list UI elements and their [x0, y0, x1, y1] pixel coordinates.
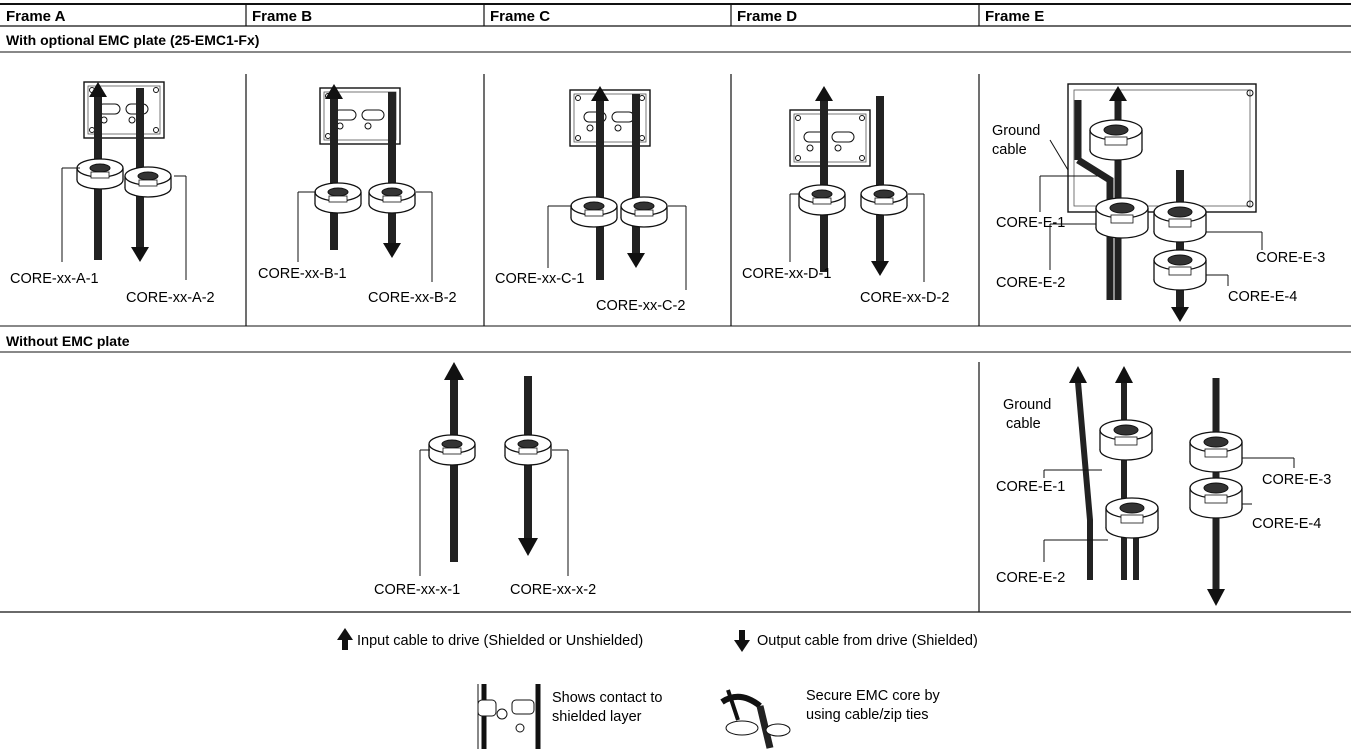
without-plate-frame-e-core-3-label: CORE-E-3 — [1262, 472, 1331, 488]
without-plate-illustration — [428, 362, 552, 562]
header-frame-c: Frame C — [490, 8, 550, 25]
frame-e-core-2-label: CORE-E-2 — [996, 275, 1065, 291]
output-arrow-icon — [627, 253, 645, 268]
frame-c-core-2-label: CORE-xx-C-2 — [596, 298, 685, 314]
input-arrow-icon — [591, 86, 609, 101]
input-arrow-icon — [1109, 86, 1127, 101]
frame-b-illustration — [314, 84, 416, 258]
output-arrow-icon — [1207, 589, 1225, 606]
frame-e-ground-label-1: Ground — [992, 123, 1040, 139]
frame-e-core-3-label: CORE-E-3 — [1256, 250, 1325, 266]
input-arrow-icon — [815, 86, 833, 101]
output-arrow-icon — [131, 247, 149, 262]
frame-a-illustration — [76, 81, 172, 262]
legend-secure-line-1: Secure EMC core by — [806, 688, 941, 704]
frame-e-illustration — [1067, 83, 1257, 322]
input-arrow-icon — [89, 82, 107, 97]
section-with-plate-title: With optional EMC plate (25-EMC1-Fx) — [6, 32, 259, 48]
header-frame-d: Frame D — [737, 8, 797, 25]
legend-input-label: Input cable to drive (Shielded or Unshie… — [357, 633, 643, 649]
without-plate-frame-e-ground-label-2: cable — [1006, 416, 1041, 432]
shield-contact-icon — [474, 684, 546, 749]
input-arrow-icon — [1115, 366, 1133, 383]
input-arrow-icon — [444, 362, 464, 380]
output-arrow-icon — [1171, 307, 1189, 322]
frame-e-core-1-label: CORE-E-1 — [996, 215, 1065, 231]
frame-e-core-4-label: CORE-E-4 — [1228, 289, 1297, 305]
header-row: Frame A Frame B Frame C Frame D Frame E — [0, 3, 1351, 27]
header-frame-e: Frame E — [985, 8, 1044, 25]
legend: Input cable to drive (Shielded or Unshie… — [337, 628, 978, 749]
frame-e-ground-label-2: cable — [992, 142, 1027, 158]
output-arrow-icon — [871, 261, 889, 276]
without-plate-core-2-label: CORE-xx-x-2 — [510, 582, 596, 598]
without-plate-frame-e-illustration — [1069, 366, 1243, 606]
frame-a-core-1-label: CORE-xx-A-1 — [10, 271, 99, 287]
input-arrow-legend-icon — [337, 628, 353, 650]
legend-contact-line-2: shielded layer — [552, 709, 642, 725]
without-plate-frame-e-core-1-label: CORE-E-1 — [996, 479, 1065, 495]
output-arrow-icon — [518, 538, 538, 556]
frame-c-core-1-label: CORE-xx-C-1 — [495, 271, 584, 287]
output-arrow-icon — [383, 243, 401, 258]
legend-contact-line-1: Shows contact to — [552, 690, 662, 706]
frame-b-core-1-label: CORE-xx-B-1 — [258, 266, 347, 282]
section1-dividers — [0, 74, 1351, 327]
section-without-plate-title: Without EMC plate — [6, 333, 130, 349]
header-frame-a: Frame A — [6, 8, 66, 25]
frame-b-core-2-label: CORE-xx-B-2 — [368, 290, 457, 306]
header-frame-b: Frame B — [252, 8, 312, 25]
frame-d-illustration — [789, 86, 908, 276]
frame-d-core-1-label: CORE-xx-D-1 — [742, 266, 831, 282]
legend-secure-line-2: using cable/zip ties — [806, 707, 929, 723]
input-arrow-icon — [325, 84, 343, 99]
legend-output-label: Output cable from drive (Shielded) — [757, 633, 978, 649]
without-plate-frame-e-core-2-label: CORE-E-2 — [996, 570, 1065, 586]
frame-d-core-2-label: CORE-xx-D-2 — [860, 290, 949, 306]
zip-tie-icon — [720, 689, 791, 749]
without-plate-frame-e-ground-label-1: Ground — [1003, 397, 1051, 413]
output-arrow-legend-icon — [734, 630, 750, 652]
input-arrow-icon — [1069, 366, 1087, 383]
without-plate-frame-e-core-4-label: CORE-E-4 — [1252, 516, 1321, 532]
frame-a-core-2-label: CORE-xx-A-2 — [126, 290, 215, 306]
frame-c-illustration — [569, 86, 668, 280]
without-plate-core-1-label: CORE-xx-x-1 — [374, 582, 460, 598]
